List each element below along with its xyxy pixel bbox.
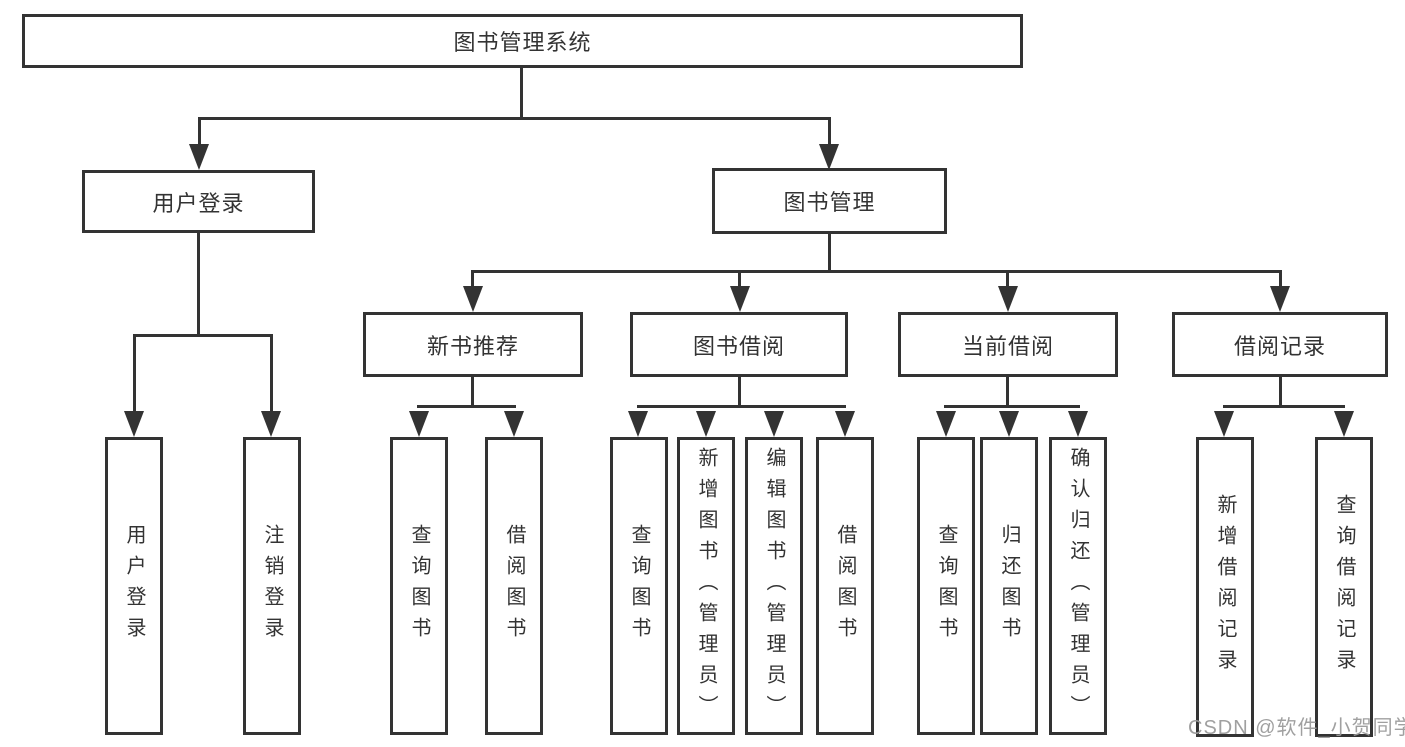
node-user-login-label: 用户登录 — [152, 190, 245, 216]
node-login-label: 用户登录 — [123, 524, 145, 648]
node-current-return-books: 归还图书 — [980, 437, 1038, 735]
arrow-down-icon — [936, 411, 956, 437]
arrow-down-icon — [998, 286, 1018, 312]
connector-drop-borrowing-records — [1279, 270, 1282, 290]
arrow-down-icon — [730, 286, 750, 312]
node-current-return-books-label: 归还图书 — [998, 524, 1020, 648]
arrow-down-icon — [463, 286, 483, 312]
arrow-down-icon — [835, 411, 855, 437]
node-recommend-borrow-books-label: 借阅图书 — [503, 524, 525, 648]
node-borrowing-records: 借阅记录 — [1172, 312, 1388, 377]
node-book-borrowing-label: 图书借阅 — [692, 333, 785, 359]
arrow-down-icon — [1334, 411, 1354, 437]
connector-book-management-drop — [828, 234, 831, 273]
node-current-confirm-return-admin: 确认归还（管理员） — [1049, 437, 1107, 735]
node-recommend-query-books-label: 查询图书 — [408, 524, 430, 648]
csdn-watermark: CSDN @软件_小贺同学 — [1188, 717, 1405, 739]
node-recommend-query-books: 查询图书 — [390, 437, 448, 735]
connector-level2-split — [471, 270, 1281, 273]
node-borrowing-records-label: 借阅记录 — [1233, 333, 1326, 359]
node-borrow-borrow-books-label: 借阅图书 — [834, 524, 856, 648]
node-recommend-borrow-books: 借阅图书 — [485, 437, 543, 735]
arrow-down-icon — [764, 411, 784, 437]
connector-new-book-recommend-drop — [471, 377, 474, 408]
connector-book-borrowing-drop — [738, 377, 741, 408]
connector-user-login-drop — [197, 233, 200, 337]
arrow-down-icon — [628, 411, 648, 437]
connector-borrowing-records-drop — [1279, 377, 1282, 408]
connector-drop-logout — [270, 334, 273, 413]
arrow-down-icon — [696, 411, 716, 437]
node-new-book-recommend: 新书推荐 — [363, 312, 583, 377]
connector-level1-split — [198, 117, 831, 120]
node-records-query-record: 查询借阅记录 — [1315, 437, 1373, 737]
arrow-down-icon — [504, 411, 524, 437]
connector-recommend-split — [417, 405, 516, 408]
node-user-login: 用户登录 — [82, 170, 315, 233]
connector-records-split — [1223, 405, 1345, 408]
connector-drop-user-login — [198, 117, 201, 149]
node-borrow-add-books-admin: 新增图书（管理员） — [677, 437, 735, 735]
node-borrow-query-books: 查询图书 — [610, 437, 668, 735]
node-current-query-books-label: 查询图书 — [935, 524, 957, 648]
node-records-add-record: 新增借阅记录 — [1196, 437, 1254, 737]
node-logout-label: 注销登录 — [261, 524, 283, 648]
node-book-management-label: 图书管理 — [783, 190, 876, 215]
connector-drop-current-borrowing — [1006, 270, 1009, 290]
node-current-confirm-return-admin-label: 确认归还（管理员） — [1067, 446, 1089, 726]
node-borrow-query-books-label: 查询图书 — [628, 524, 650, 648]
connector-root-drop — [520, 68, 523, 120]
arrow-down-icon — [261, 411, 281, 437]
connector-drop-new-book-recommend — [471, 270, 474, 290]
node-library-management-system: 图书管理系统 — [22, 14, 1023, 68]
node-records-add-record-label: 新增借阅记录 — [1214, 494, 1236, 680]
connector-drop-book-borrowing — [738, 270, 741, 290]
node-borrow-borrow-books: 借阅图书 — [816, 437, 874, 735]
arrow-down-icon — [409, 411, 429, 437]
arrow-down-icon — [1270, 286, 1290, 312]
node-borrow-edit-books-admin-label: 编辑图书（管理员） — [763, 446, 785, 726]
connector-user-login-split — [133, 334, 273, 337]
node-login: 用户登录 — [105, 437, 163, 735]
node-new-book-recommend-label: 新书推荐 — [426, 333, 519, 359]
node-borrow-edit-books-admin: 编辑图书（管理员） — [745, 437, 803, 735]
node-current-borrowing: 当前借阅 — [898, 312, 1118, 377]
node-current-query-books: 查询图书 — [917, 437, 975, 735]
node-records-query-record-label: 查询借阅记录 — [1333, 494, 1355, 680]
node-borrow-add-books-admin-label: 新增图书（管理员） — [695, 446, 717, 726]
connector-borrowing-split — [637, 405, 846, 408]
node-book-management: 图书管理 — [712, 168, 947, 234]
node-current-borrowing-label: 当前借阅 — [961, 333, 1054, 359]
connector-current-borrowing-drop — [1006, 377, 1009, 408]
arrow-down-icon — [189, 144, 209, 170]
connector-drop-book-management — [828, 117, 831, 149]
arrow-down-icon — [1068, 411, 1088, 437]
connector-current-split — [944, 405, 1080, 408]
arrow-down-icon — [124, 411, 144, 437]
arrow-down-icon — [819, 144, 839, 170]
arrow-down-icon — [999, 411, 1019, 437]
node-book-borrowing: 图书借阅 — [630, 312, 848, 377]
node-library-management-system-label: 图书管理系统 — [453, 30, 592, 55]
node-logout: 注销登录 — [243, 437, 301, 735]
arrow-down-icon — [1214, 411, 1234, 437]
connector-drop-login — [133, 334, 136, 413]
